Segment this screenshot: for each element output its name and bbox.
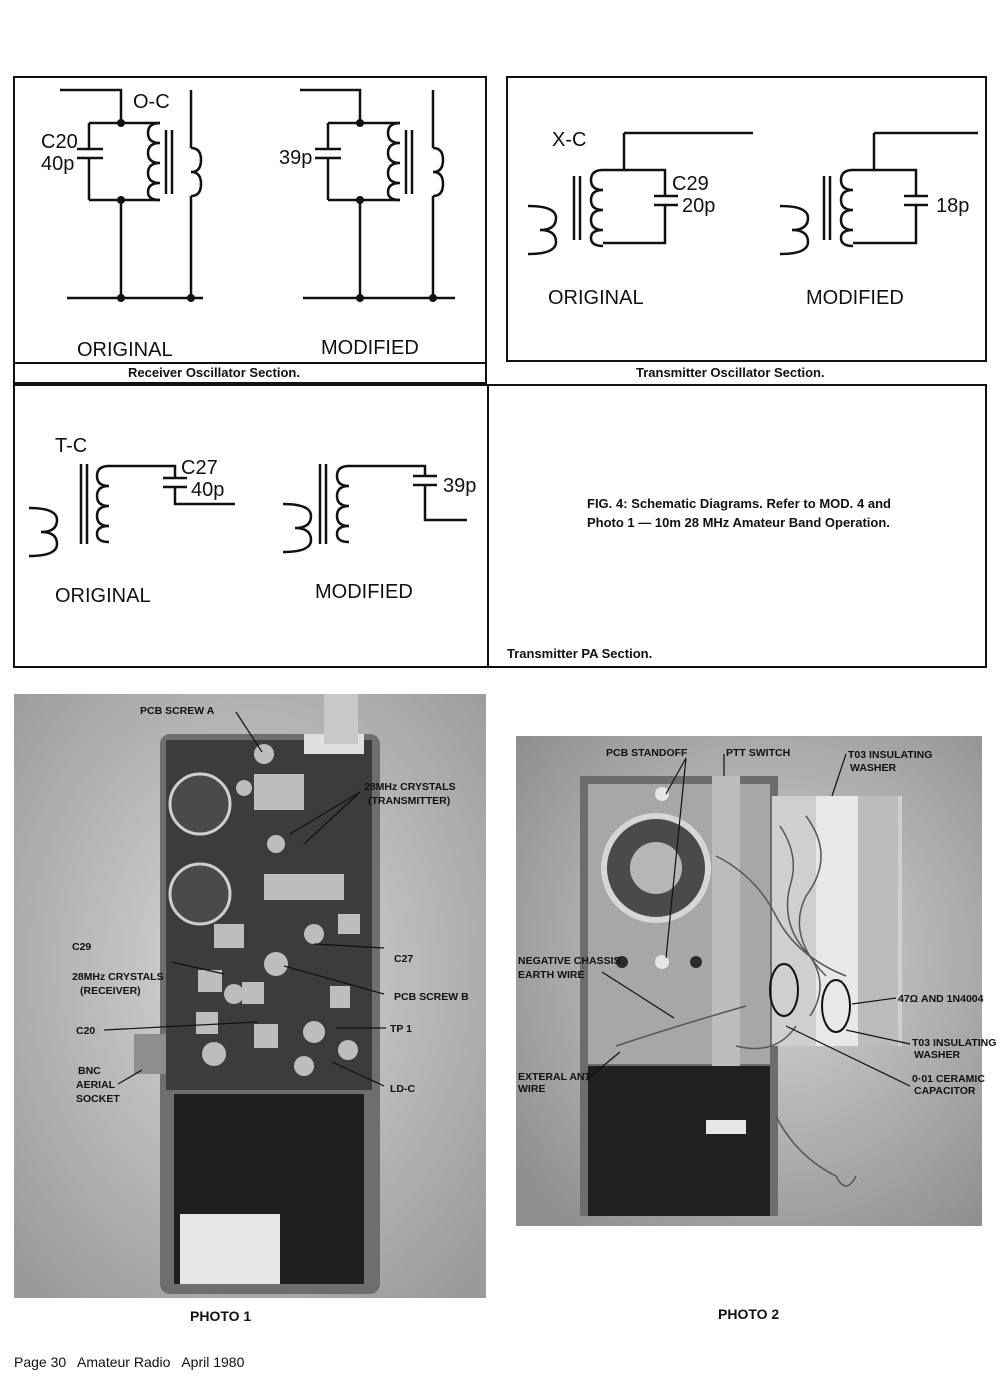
- xc-label: X-C: [552, 129, 586, 151]
- p1-c29: C29: [72, 941, 91, 953]
- p2-res: 47Ω AND 1N4004: [898, 993, 984, 1005]
- p1-pcb-screw-b: PCB SCREW B: [394, 991, 469, 1003]
- rx-original-label: ORIGINAL: [77, 339, 173, 361]
- tx-osc-mod-value: 18p: [936, 195, 969, 217]
- txo-original-label: ORIGINAL: [548, 287, 644, 309]
- oc-label: O-C: [133, 91, 170, 113]
- rx-modified-label: MODIFIED: [321, 337, 419, 359]
- tc-label: T-C: [55, 435, 87, 457]
- p2-cap-2: CAPACITOR: [914, 1085, 976, 1097]
- photo-1: PCB SCREW A 28MHz CRYSTALS (TRANSMITTER)…: [14, 694, 486, 1298]
- p1-crystals-tx-1: 28MHz CRYSTALS: [364, 781, 456, 793]
- p1-tp1: TP 1: [390, 1023, 412, 1035]
- p1-pcb-screw-a: PCB SCREW A: [140, 705, 215, 717]
- p2-neg-2: EARTH WIRE: [518, 969, 585, 981]
- c29-value: 20p: [682, 195, 715, 217]
- p1-c27: C27: [394, 953, 413, 965]
- photo-2: PCB STANDOFF PTT SWITCH T03 INSULATING W…: [516, 736, 996, 1226]
- p1-crystals-rx-1: 28MHz CRYSTALS: [72, 971, 164, 983]
- p2-cap-1: 0·01 CERAMIC: [912, 1073, 985, 1085]
- p2-neg-1: NEGATIVE CHASSIS: [518, 955, 621, 967]
- photo-2-caption: PHOTO 2: [718, 1306, 780, 1322]
- pa-divider: [487, 386, 489, 666]
- txo-modified-label: MODIFIED: [806, 287, 904, 309]
- receiver-oscillator-box: O-C C20 40p 39p ORIGINAL MODIFIED: [13, 76, 487, 364]
- c29-name: C29: [672, 173, 709, 195]
- pa-modified-label: MODIFIED: [315, 581, 413, 603]
- p1-crystals-rx-2: (RECEIVER): [80, 985, 141, 997]
- c27-value: 40p: [191, 479, 224, 501]
- p2-t03-top-2: WASHER: [850, 762, 897, 774]
- p2-standoff: PCB STANDOFF: [606, 747, 688, 759]
- p2-t03-top-1: T03 INSULATING: [848, 749, 932, 761]
- page-footer: Page 30 Amateur Radio April 1980: [14, 1354, 245, 1370]
- p1-c20: C20: [76, 1025, 95, 1037]
- figure-caption: FIG. 4: Schematic Diagrams. Refer to MOD…: [587, 496, 891, 530]
- p2-ptt: PTT SWITCH: [726, 747, 790, 759]
- p2-t03-bot-2: WASHER: [914, 1049, 961, 1061]
- photo-2-image: PCB STANDOFF PTT SWITCH T03 INSULATING W…: [516, 736, 996, 1226]
- transmitter-pa-box: T-C C27 40p 39p ORIGINAL MODIFIED FIG. 4…: [13, 384, 987, 668]
- txo-caption: Transmitter Oscillator Section.: [636, 365, 825, 380]
- photo-1-caption: PHOTO 1: [190, 1308, 252, 1324]
- transmitter-oscillator-box: X-C C29 20p 18p ORIGINAL MODIFIED: [506, 76, 987, 362]
- p1-bnc-1: BNC: [78, 1065, 101, 1077]
- transmitter-osc-schematic: X-C C29 20p 18p ORIGINAL MODIFIED: [527, 129, 978, 309]
- p2-ext-2: WIRE: [518, 1083, 545, 1095]
- p1-crystals-tx-2: (TRANSMITTER): [368, 795, 450, 807]
- c20-value: 40p: [41, 153, 74, 175]
- rx-caption-frame: [13, 362, 487, 384]
- p1-bnc-2: AERIAL: [76, 1079, 116, 1091]
- receiver-schematic: O-C C20 40p 39p ORIGINAL MODIFIED: [41, 88, 455, 361]
- photo-1-image: PCB SCREW A 28MHz CRYSTALS (TRANSMITTER)…: [14, 694, 486, 1298]
- p2-t03-bot-1: T03 INSULATING: [912, 1037, 996, 1049]
- pa-original-label: ORIGINAL: [55, 585, 151, 607]
- p1-ldc: LD-C: [390, 1083, 415, 1095]
- pa-mod-value: 39p: [443, 475, 476, 497]
- p1-bnc-3: SOCKET: [76, 1093, 120, 1105]
- c27-name: C27: [181, 457, 218, 479]
- transmitter-pa-schematic: T-C C27 40p 39p ORIGINAL MODIFIED: [28, 435, 476, 607]
- c20-name: C20: [41, 131, 78, 153]
- rx-mod-value: 39p: [279, 147, 312, 169]
- pa-caption: Transmitter PA Section.: [507, 646, 653, 661]
- rx-caption: Receiver Oscillator Section.: [128, 365, 300, 380]
- p2-ext-1: EXTERAL ANT: [518, 1071, 592, 1083]
